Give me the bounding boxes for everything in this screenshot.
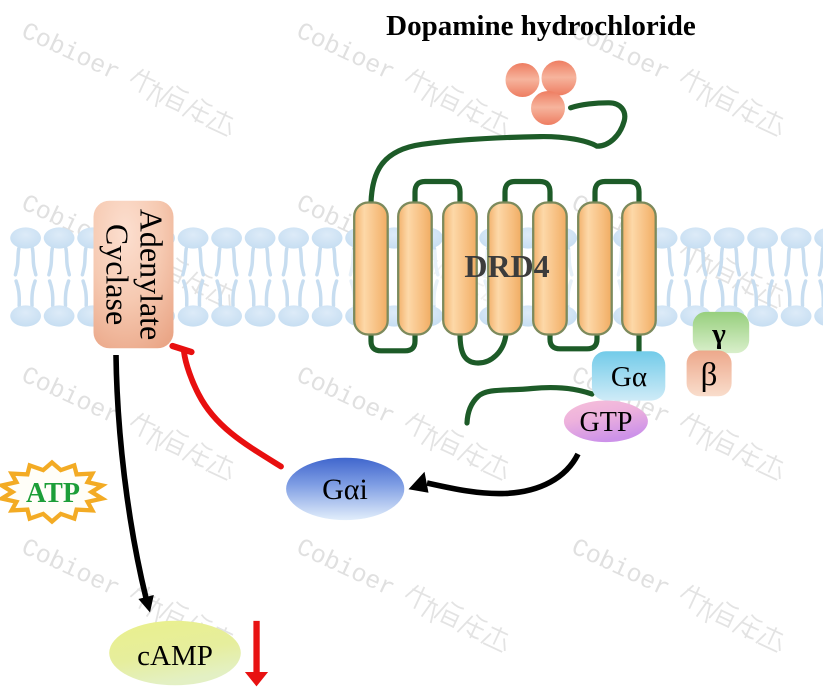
svg-text:Dopamine hydrochloride: Dopamine hydrochloride: [386, 10, 696, 42]
svg-text:β: β: [701, 357, 718, 393]
svg-text:Gα: Gα: [611, 361, 647, 393]
svg-text:GTP: GTP: [580, 407, 633, 438]
svg-text:ATP: ATP: [26, 478, 80, 509]
svg-text:γ: γ: [711, 318, 726, 350]
svg-text:Gαi: Gαi: [322, 473, 368, 506]
svg-text:DRD4: DRD4: [464, 248, 549, 284]
svg-text:cAMP: cAMP: [137, 640, 213, 672]
svg-text:AdenylateCyclase: AdenylateCyclase: [100, 209, 170, 341]
